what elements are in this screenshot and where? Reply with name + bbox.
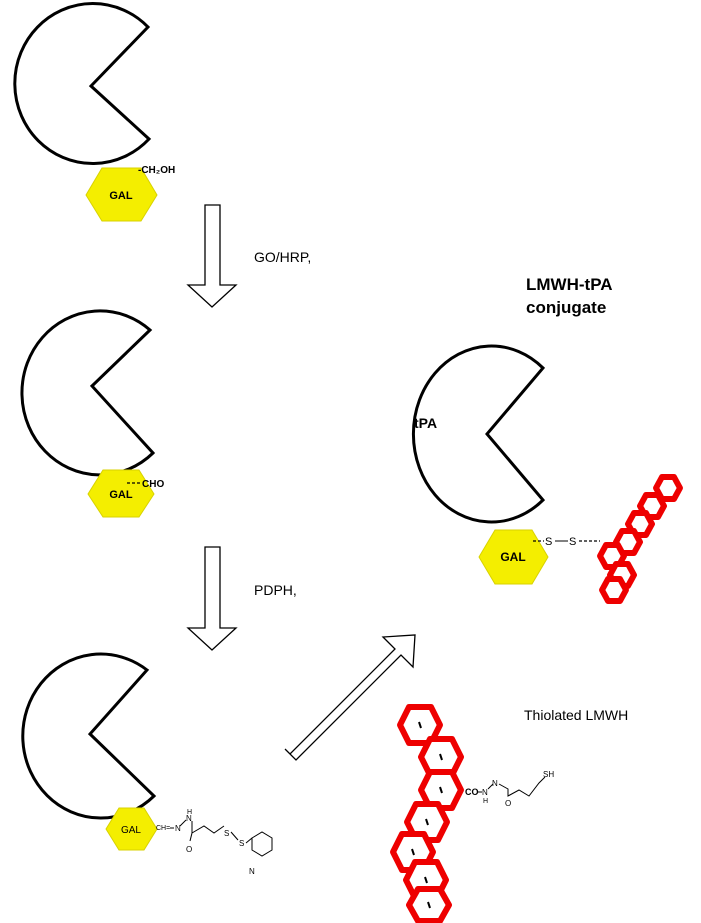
thiol-linker-structure: CO N H N O SH [465,770,554,808]
step2-reagent-label: PDPH, [254,582,297,598]
lmwh-o-label: O [505,799,511,808]
diagonal-arrow [284,634,416,761]
lmwh-h-label: H [483,798,488,805]
step1-reagent-label: GO/HRP, [254,249,311,265]
stage3-tpa: GAL CH= N N H O S S N [21,652,273,876]
tpa-label: tPA [414,415,437,431]
stage1-tpa: GAL -CH₂OH [13,2,175,222]
gal-label-1: GAL [109,190,133,202]
ch2oh-label: -CH₂OH [138,165,175,176]
linker-s1-label: S [224,829,229,838]
co-label: CO [465,787,479,797]
linker-o-label: O [186,845,192,854]
hydrazone-h-label: H [187,809,192,816]
thiolated-lmwh-chain [390,704,464,923]
tpa-enzyme-shape-1 [13,2,152,165]
gal-hexagon-2 [87,469,155,518]
conjugate-lmwh-chain [597,474,683,604]
down-arrow-1 [186,204,238,308]
hydrazone-ch-label: CH= [156,825,170,832]
lmwh-ring [653,474,683,502]
hydrazone-n2-label: N [186,814,192,823]
hydrazone-n1-label: N [175,824,181,833]
gal-label-2: GAL [109,489,133,501]
thiolated-lmwh-label: Thiolated LMWH [524,707,628,723]
gal-hexagon-3 [105,807,158,851]
conjugate-tpa: tPA GAL S S [411,344,600,585]
tpa-enzyme-shape-conjugate [411,344,546,524]
stage2-tpa: GAL CHO [20,309,164,518]
disulfide-s2-label: S [569,536,576,548]
tpa-enzyme-shape-3 [21,652,157,820]
gal-label-3: GAL [121,825,141,836]
pyridine-ring [251,831,273,857]
pyridine-n-label: N [249,867,255,876]
tpa-enzyme-shape-2 [20,309,156,477]
down-arrow-2 [186,546,238,651]
gal-label-conjugate: GAL [500,550,525,564]
disulfide-s1-label: S [545,536,552,548]
pdph-linker-structure: CH= N N H O S S N [156,809,273,876]
linker-s2-label: S [239,839,244,848]
lmwh-ring-unit [406,886,452,923]
sh-label: SH [543,770,554,779]
gal-hexagon-conjugate [478,529,549,585]
lmwh-ring [599,576,629,604]
lmwh-n1-label: N [482,788,488,797]
lmwh-n2-label: N [492,779,498,788]
gal-hexagon-1 [85,167,158,222]
lmwh-ring-unit [418,769,464,811]
conjugate-title-line1: LMWH-tPA [526,275,613,294]
cho-label: CHO [142,479,164,490]
conjugate-title-line2: conjugate [526,298,606,317]
